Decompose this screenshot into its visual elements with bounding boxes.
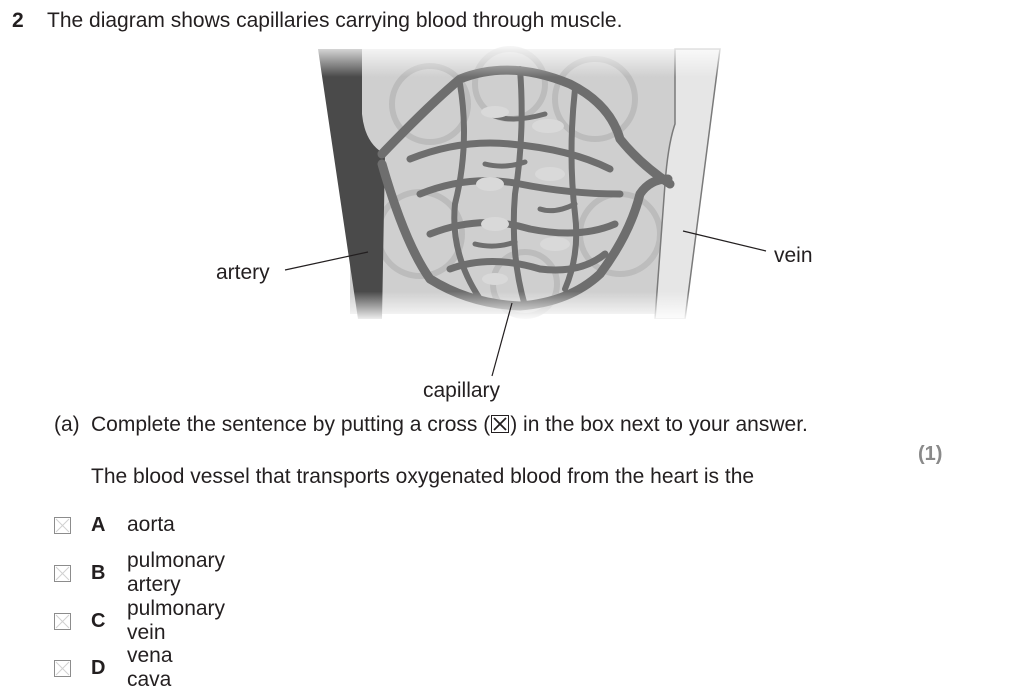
- option-letter: B: [91, 561, 106, 584]
- option-text: pulmonary vein: [127, 597, 226, 644]
- answer-checkbox[interactable]: [54, 659, 71, 677]
- capillary-diagram: [310, 44, 730, 319]
- instruction-after: ) in the box next to your answer.: [510, 413, 808, 436]
- marks-indicator: (1): [918, 443, 943, 465]
- capillary-label: capillary: [423, 379, 501, 402]
- instruction-before: Complete the sentence by putting a cross…: [91, 413, 491, 436]
- answer-checkbox[interactable]: [54, 516, 71, 534]
- artery-label: artery: [216, 261, 270, 284]
- option-text: pulmonary artery: [127, 549, 226, 596]
- option-letter: C: [91, 609, 106, 632]
- option-text: vena cava: [127, 644, 173, 691]
- option-text: aorta: [127, 513, 175, 536]
- question-text: The diagram shows capillaries carrying b…: [47, 9, 623, 32]
- answer-checkbox[interactable]: [54, 564, 71, 582]
- option-letter: A: [91, 513, 106, 536]
- option-b[interactable]: B pulmonary artery: [54, 549, 225, 596]
- cross-box-icon: [491, 415, 510, 433]
- part-a-instruction: Complete the sentence by putting a cross…: [91, 413, 808, 437]
- question-number: 2: [12, 9, 24, 32]
- option-a[interactable]: A aorta: [54, 512, 175, 538]
- vein-label: vein: [774, 244, 813, 267]
- option-d[interactable]: D vena cava: [54, 644, 173, 691]
- part-a-label: (a): [54, 413, 80, 436]
- answer-checkbox[interactable]: [54, 612, 71, 630]
- option-c[interactable]: C pulmonary vein: [54, 597, 225, 644]
- option-letter: D: [91, 656, 106, 679]
- question-stem: The blood vessel that transports oxygena…: [91, 465, 755, 488]
